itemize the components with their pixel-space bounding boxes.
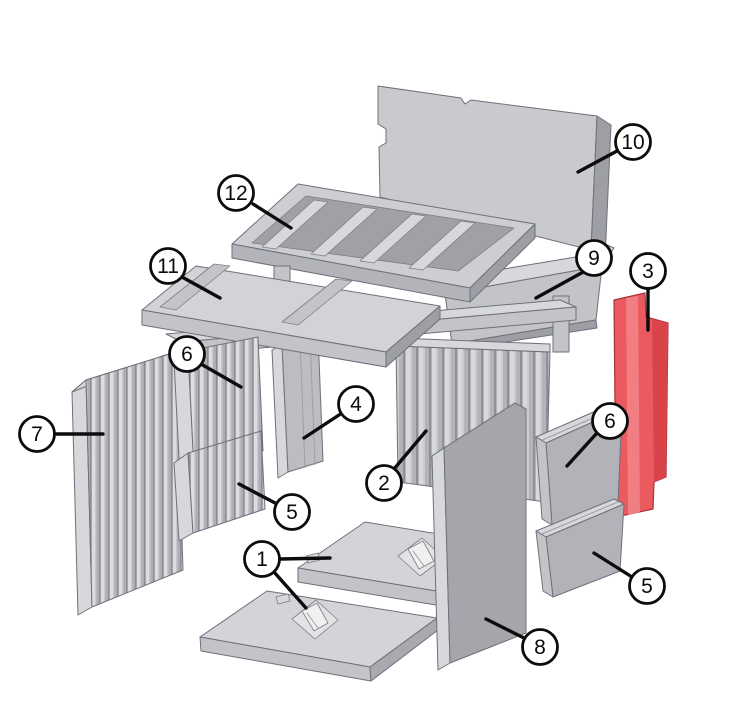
callout-circle — [149, 247, 187, 285]
callout-circle — [18, 415, 56, 453]
callout-5-left: 5 — [237, 482, 311, 531]
callout-circle — [629, 252, 667, 290]
callout-10: 10 — [576, 123, 652, 174]
callout-1: 1 — [243, 540, 332, 610]
callout-label: 4 — [350, 393, 362, 416]
callout-label: 5 — [641, 575, 653, 598]
callout-label: 1 — [256, 548, 268, 571]
part-7-left-side-panel — [71, 351, 184, 616]
leader-line — [272, 570, 308, 610]
callout-circle — [614, 123, 652, 161]
callout-label: 5 — [286, 501, 298, 524]
callout-label: 9 — [588, 247, 600, 270]
callout-label: 2 — [378, 472, 390, 495]
leader-line — [237, 482, 279, 506]
callout-circle — [521, 628, 559, 666]
leader-line — [251, 202, 293, 230]
leader-line — [592, 551, 634, 579]
callout-circle — [217, 174, 255, 212]
part-3-right-side-panel-highlighted — [613, 292, 669, 518]
leader-line — [199, 362, 243, 389]
callout-circle — [628, 567, 666, 605]
leader-line — [565, 431, 599, 468]
callout-2: 2 — [365, 429, 428, 502]
leader-line — [278, 556, 332, 561]
callout-label: 10 — [621, 131, 644, 154]
callout-label: 7 — [31, 423, 43, 446]
leader-line — [576, 149, 619, 174]
callout-12: 12 — [217, 174, 293, 230]
callout-7: 7 — [18, 415, 105, 453]
callout-label: 6 — [604, 410, 616, 433]
leader-line — [302, 411, 344, 440]
leader-line — [392, 429, 428, 471]
callout-circle — [575, 239, 613, 277]
callout-circle — [337, 385, 375, 423]
callout-5-right: 5 — [592, 551, 666, 605]
callout-label: 3 — [642, 260, 654, 283]
callout-3-highlighted: 3 — [629, 252, 667, 332]
callout-circle — [243, 540, 281, 578]
callout-6-left: 6 — [168, 335, 243, 389]
part-8-front-panel — [431, 402, 527, 671]
callout-label: 8 — [534, 636, 546, 659]
callout-4: 4 — [302, 385, 375, 440]
part-5-left-side-brick — [173, 430, 266, 542]
callout-circle — [591, 402, 629, 440]
callout-circle — [168, 335, 206, 373]
callout-9: 9 — [534, 239, 613, 300]
part-12-top-grate — [231, 183, 536, 303]
leader-line — [484, 617, 526, 640]
callout-8: 8 — [484, 617, 559, 666]
callout-circle — [273, 493, 311, 531]
leader-line — [534, 269, 587, 300]
callout-label: 12 — [224, 182, 247, 205]
leader-line — [180, 275, 222, 300]
callout-circle — [365, 464, 403, 502]
callout-label: 6 — [181, 343, 193, 366]
part-11-baffle-plate — [141, 263, 441, 368]
part-5-right-side-brick — [535, 498, 625, 598]
callout-label: 11 — [157, 255, 179, 278]
callout-11: 11 — [149, 247, 222, 300]
callout-6-right: 6 — [565, 402, 629, 468]
